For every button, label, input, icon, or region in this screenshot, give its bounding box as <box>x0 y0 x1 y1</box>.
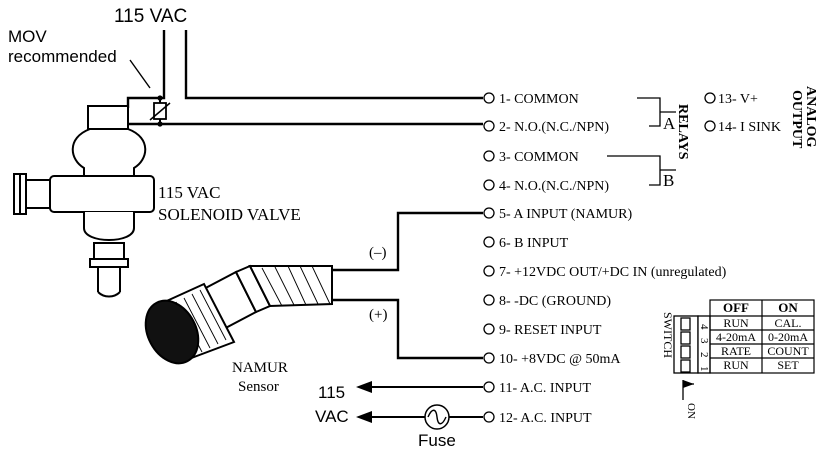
terminal-2 <box>483 120 495 132</box>
terminal-3 <box>483 150 495 162</box>
terminal-label: 10- +8VDC @ 50mA <box>499 352 621 367</box>
terminal-label: 1- COMMON <box>499 92 579 107</box>
switch-table <box>709 299 815 374</box>
terminal-label: 7- +12VDC OUT/+DC IN (unregulated) <box>499 265 727 280</box>
mov-label-2: recommended <box>8 47 117 66</box>
terminal-label: 9- RESET INPUT <box>499 323 602 338</box>
valve-label: 115 VAC <box>158 183 221 202</box>
switch-cell-on: COUNT <box>767 344 809 358</box>
switch-cell-on: 0-20mA <box>768 330 808 344</box>
sensor-label: NAMUR <box>232 360 288 376</box>
ac-supply-label-2: VAC <box>315 407 349 426</box>
supply-top-label: 115 VAC <box>114 6 187 27</box>
terminal-1 <box>483 92 495 104</box>
pos-label: (+) <box>369 307 387 323</box>
sensor-wire-pos <box>332 298 483 360</box>
terminal-label: 4- N.O.(N.C./NPN) <box>499 179 609 194</box>
terminal-label: 12- A.C. INPUT <box>499 411 592 426</box>
relay-a-bracket <box>637 97 676 127</box>
terminal-6 <box>483 236 495 248</box>
switch-cell-off: RUN <box>723 358 749 372</box>
analog-output-label-2: OUTPUT <box>789 90 804 149</box>
relay-b-bracket <box>607 155 676 186</box>
mov-label: MOV <box>8 27 47 46</box>
switch-cell-off: 4-20mA <box>716 330 756 344</box>
namur-sensor-icon <box>144 264 333 365</box>
terminal-12 <box>483 411 495 423</box>
ac-arrow-12 <box>356 411 372 423</box>
ac-supply-label: 115 <box>318 383 345 402</box>
sensor-label-2: Sensor <box>238 379 279 395</box>
fuse-label: Fuse <box>418 431 456 450</box>
switch-cell-on: CAL. <box>775 316 802 330</box>
switch-label: SWITCH <box>661 312 675 358</box>
sensor-wire-neg <box>332 211 483 272</box>
solenoid-valve-icon <box>13 105 155 298</box>
supply-wire-b <box>184 30 483 100</box>
terminal-10 <box>483 352 495 364</box>
neg-label: (–) <box>369 245 387 261</box>
relay-b-label: B <box>663 171 674 190</box>
analog-terminal-label: 14- I SINK <box>718 120 781 135</box>
switch-header-on: ON <box>778 300 798 315</box>
terminal-7 <box>483 265 495 277</box>
ac-arrow-11 <box>356 381 372 393</box>
terminal-circles <box>483 92 495 423</box>
terminal-label: 11- A.C. INPUT <box>499 381 591 396</box>
terminal-4 <box>483 179 495 191</box>
terminal-11 <box>483 381 495 393</box>
terminal-9 <box>483 323 495 335</box>
dip-switch-icon <box>673 315 711 374</box>
dip-switch-numbers: 4 3 2 1 <box>698 324 710 372</box>
analog-output-label: ANALOG <box>803 86 818 148</box>
mov-symbol <box>149 95 171 127</box>
terminal-label: 5- A INPUT (NAMUR) <box>499 207 632 222</box>
switch-num: 1 <box>698 366 710 372</box>
terminal-label: 2- N.O.(N.C./NPN) <box>499 120 609 135</box>
switch-header-off: OFF <box>723 300 749 315</box>
relays-label: RELAYS <box>675 104 690 160</box>
relay-a-label: A <box>663 114 676 133</box>
supply-wire-a <box>126 30 166 108</box>
switch-cell-off: RUN <box>723 316 749 330</box>
terminal-13 <box>704 92 716 104</box>
switch-cell-off: RATE <box>721 344 751 358</box>
terminal-label: 8- -DC (GROUND) <box>499 294 611 309</box>
valve-label-2: SOLENOID VALVE <box>158 205 301 224</box>
switch-cell-on: SET <box>777 358 799 372</box>
terminal-5 <box>483 207 495 219</box>
switch-num: 3 <box>698 338 710 344</box>
terminal-8 <box>483 294 495 306</box>
mov-pointer <box>129 59 151 89</box>
switch-num: 4 <box>698 324 710 330</box>
on-arrow-label: ON <box>685 403 697 419</box>
terminal-label: 3- COMMON <box>499 150 579 165</box>
fuse-icon <box>424 404 450 430</box>
switch-num: 2 <box>698 352 710 358</box>
terminal-14 <box>704 120 716 132</box>
terminal-label: 6- B INPUT <box>499 236 569 251</box>
analog-terminal-label: 13- V+ <box>718 92 758 107</box>
